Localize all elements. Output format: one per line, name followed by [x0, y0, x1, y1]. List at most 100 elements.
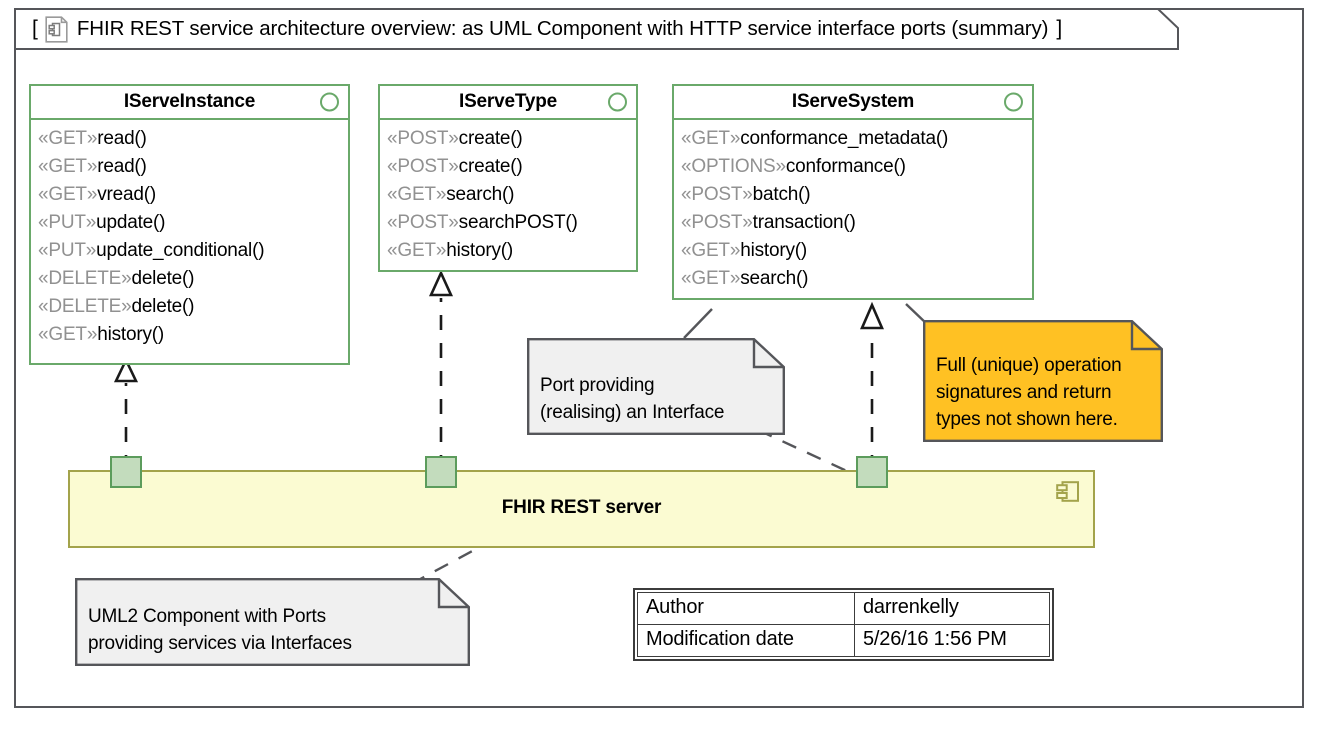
- operation-row[interactable]: «GET»conformance_metadata(): [681, 125, 1032, 153]
- operation-row[interactable]: «OPTIONS»conformance(): [681, 153, 1032, 181]
- bracket-close: ]: [1056, 17, 1063, 40]
- operation-stereotype: «POST»: [387, 156, 459, 177]
- operation-name: history(): [446, 240, 514, 261]
- table-cell-value: darrenkelly: [854, 592, 1050, 625]
- operation-name: update(): [96, 212, 166, 233]
- operation-name: conformance(): [785, 156, 906, 177]
- operation-name: searchPOST(): [458, 212, 578, 233]
- note-shape: [923, 320, 1163, 442]
- operation-stereotype: «POST»: [681, 184, 753, 205]
- operation-row[interactable]: «POST»searchPOST(): [387, 209, 636, 237]
- operation-row[interactable]: «GET»read(): [38, 153, 348, 181]
- interface-name: IServeSystem: [791, 91, 915, 112]
- operation-row[interactable]: «GET»search(): [387, 181, 636, 209]
- note-shape: [75, 578, 470, 666]
- note-port-interface[interactable]: Port providing (realising) an Interface: [527, 338, 785, 435]
- diagram-title-text: FHIR REST service architecture overview:…: [76, 17, 1049, 40]
- operation-row[interactable]: «GET»history(): [387, 237, 636, 265]
- operation-row[interactable]: «POST»transaction(): [681, 209, 1032, 237]
- interface-circle-icon: [608, 92, 627, 112]
- operation-name: read(): [97, 128, 147, 149]
- note-signatures[interactable]: Full (unique) operation signatures and r…: [923, 320, 1163, 442]
- operation-name: create(): [458, 156, 523, 177]
- interface-iservesystem[interactable]: IServeSystem «GET»conformance_metadata()…: [672, 84, 1034, 300]
- operation-stereotype: «GET»: [387, 184, 447, 205]
- operation-name: create(): [458, 128, 523, 149]
- component-label: FHIR REST server: [501, 497, 662, 518]
- operation-row[interactable]: «DELETE»delete(): [38, 265, 348, 293]
- note-text: UML2 Component with Ports providing serv…: [88, 578, 462, 666]
- note-line: (realising) an Interface: [540, 402, 725, 423]
- operation-stereotype: «OPTIONS»: [681, 156, 786, 177]
- uml-component-diagram-icon: [45, 16, 68, 43]
- operation-stereotype: «GET»: [681, 128, 741, 149]
- diagram-title-bar: [ FHIR REST service architecture overvie…: [14, 8, 1177, 50]
- component-fhir-rest-server[interactable]: FHIR REST server: [68, 470, 1095, 548]
- operation-row[interactable]: «PUT»update(): [38, 209, 348, 237]
- interface-name: IServeType: [459, 91, 557, 112]
- interface-operations: «GET»read() «GET»read() «GET»vread() «PU…: [31, 120, 348, 355]
- note-line: UML2 Component with Ports: [88, 606, 326, 627]
- operation-stereotype: «POST»: [387, 128, 459, 149]
- interface-circle-icon: [320, 92, 339, 112]
- operation-name: delete(): [131, 268, 195, 289]
- operation-name: read(): [97, 156, 147, 177]
- port-serve-instance[interactable]: [110, 456, 142, 488]
- operation-stereotype: «POST»: [681, 212, 753, 233]
- interface-operations: «POST»create() «POST»create() «GET»searc…: [380, 120, 636, 271]
- interface-name: IServeInstance: [123, 91, 256, 112]
- operation-stereotype: «GET»: [38, 184, 98, 205]
- operation-stereotype: «GET»: [38, 324, 98, 345]
- interface-iserveinstance[interactable]: IServeInstance «GET»read() «GET»read() «…: [29, 84, 350, 365]
- operation-row[interactable]: «POST»batch(): [681, 181, 1032, 209]
- note-line: providing services via Interfaces: [88, 633, 352, 654]
- metadata-table: Author darrenkelly Modification date 5/2…: [633, 588, 1054, 661]
- operation-name: batch(): [752, 184, 811, 205]
- interface-iservetype[interactable]: IServeType «POST»create() «POST»create()…: [378, 84, 638, 272]
- operation-row[interactable]: «POST»create(): [387, 125, 636, 153]
- operation-stereotype: «GET»: [681, 240, 741, 261]
- operation-name: history(): [97, 324, 165, 345]
- operation-stereotype: «GET»: [681, 268, 741, 289]
- operation-stereotype: «DELETE»: [38, 296, 132, 317]
- note-line: signatures and return: [936, 382, 1112, 403]
- operation-row[interactable]: «POST»create(): [387, 153, 636, 181]
- operation-row[interactable]: «GET»history(): [38, 321, 348, 349]
- operation-stereotype: «POST»: [387, 212, 459, 233]
- note-text: Port providing (realising) an Interface: [540, 338, 777, 435]
- operation-name: transaction(): [752, 212, 856, 233]
- interface-header: IServeInstance: [31, 86, 348, 120]
- operation-stereotype: «PUT»: [38, 240, 97, 261]
- operation-name: conformance_metadata(): [740, 128, 949, 149]
- table-cell-key: Modification date: [637, 624, 855, 657]
- operation-row[interactable]: «GET»vread(): [38, 181, 348, 209]
- port-serve-type[interactable]: [425, 456, 457, 488]
- interface-operations: «GET»conformance_metadata() «OPTIONS»con…: [674, 120, 1032, 299]
- operation-name: search(): [446, 184, 515, 205]
- operation-stereotype: «GET»: [387, 240, 447, 261]
- operation-row[interactable]: «GET»history(): [681, 237, 1032, 265]
- operation-name: search(): [740, 268, 809, 289]
- note-component-ports[interactable]: UML2 Component with Ports providing serv…: [75, 578, 470, 666]
- table-row: Modification date 5/26/16 1:56 PM: [637, 624, 1050, 657]
- operation-name: delete(): [131, 296, 195, 317]
- note-line: Port providing: [540, 375, 655, 396]
- component-icon: [1056, 481, 1079, 502]
- operation-row[interactable]: «GET»search(): [681, 265, 1032, 293]
- operation-stereotype: «GET»: [38, 128, 98, 149]
- interface-header: IServeSystem: [674, 86, 1032, 120]
- operation-row[interactable]: «DELETE»delete(): [38, 293, 348, 321]
- operation-row[interactable]: «GET»read(): [38, 125, 348, 153]
- port-serve-system[interactable]: [856, 456, 888, 488]
- table-row: Author darrenkelly: [637, 592, 1050, 625]
- note-line: Full (unique) operation: [936, 355, 1122, 376]
- operation-stereotype: «PUT»: [38, 212, 97, 233]
- operation-stereotype: «DELETE»: [38, 268, 132, 289]
- note-text: Full (unique) operation signatures and r…: [936, 320, 1155, 442]
- operation-row[interactable]: «PUT»update_conditional(): [38, 237, 348, 265]
- interface-header: IServeType: [380, 86, 636, 120]
- operation-name: history(): [740, 240, 808, 261]
- operation-name: vread(): [97, 184, 156, 205]
- operation-name: update_conditional(): [96, 240, 265, 261]
